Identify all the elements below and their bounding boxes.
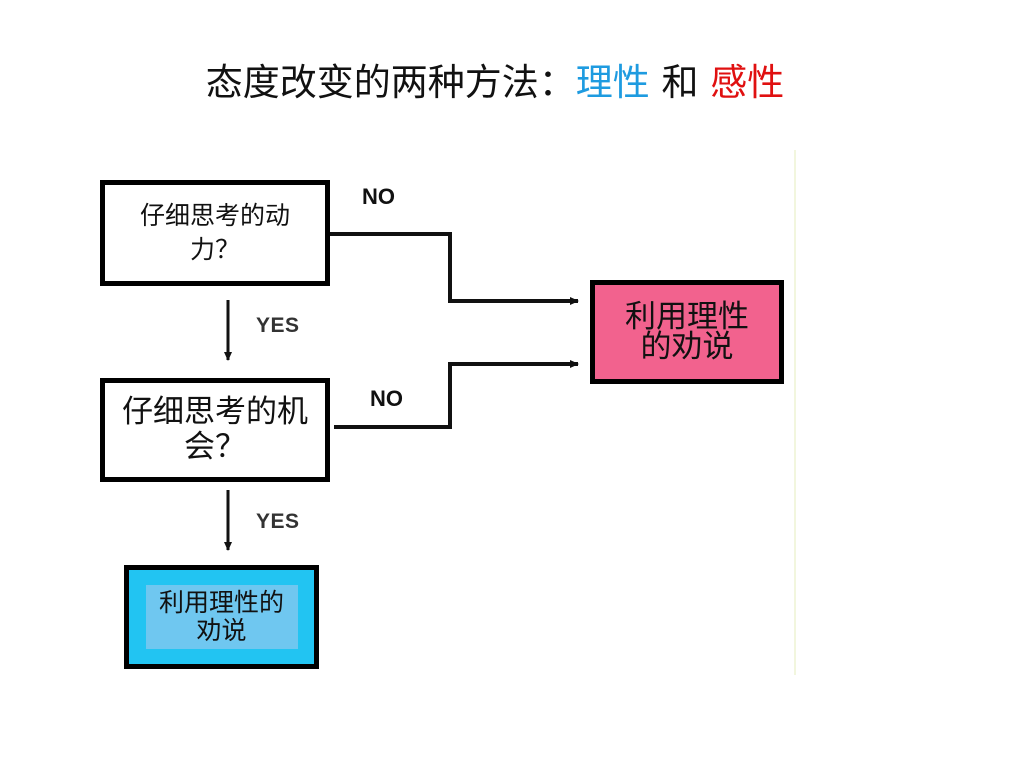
yes-label-bottom: YES (256, 510, 300, 533)
title-prefix: 态度改变的两种方法： (205, 61, 576, 104)
no-label-bottom: NO (370, 386, 403, 411)
title-emotional: 感性 (710, 61, 785, 104)
opportunity-text: 仔细思考的机会？ (122, 394, 308, 465)
no-arrow-bottom (334, 360, 579, 429)
no-label-top: NO (362, 184, 395, 209)
motivation-box: 仔细思考的动力？ (100, 180, 330, 286)
no-arrow-top (330, 232, 579, 305)
slide-title: 态度改变的两种方法：理性 和 感性 (0, 52, 990, 106)
persuasion-box-blue: 利用理性的劝说 (124, 565, 319, 669)
title-conjunction: 和 (649, 61, 711, 104)
blue-box-inner: 利用理性的劝说 (145, 585, 298, 649)
title-rational: 理性 (575, 61, 650, 104)
blue-box-text: 利用理性的劝说 (158, 588, 284, 645)
persuasion-box-pink: 利用理性的劝说 (590, 280, 784, 384)
yes-label-top: YES (256, 314, 300, 337)
opportunity-box: 仔细思考的机会？ (100, 378, 330, 482)
motivation-text: 仔细思考的动力？ (139, 201, 290, 264)
pink-box-text: 利用理性的劝说 (625, 299, 749, 365)
